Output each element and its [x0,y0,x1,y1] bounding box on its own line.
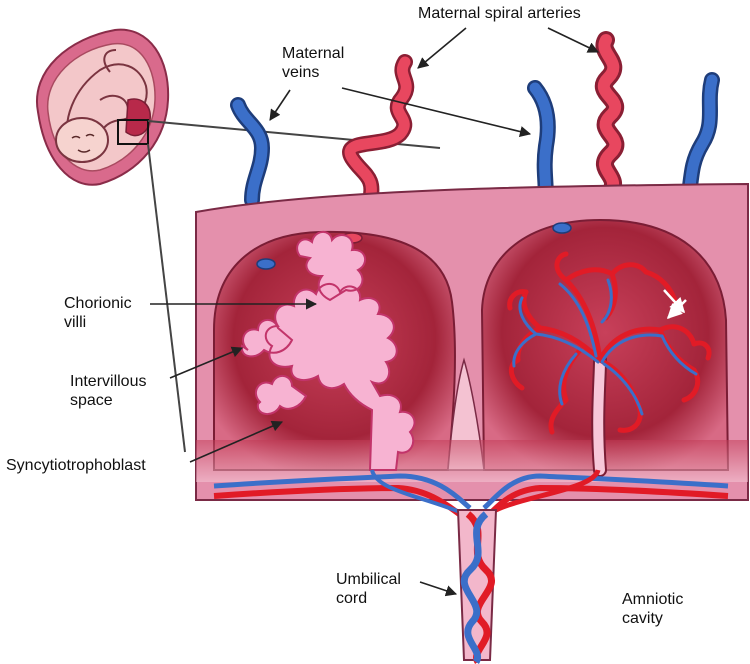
maternal-vein-middle [535,88,548,200]
vein-opening-left [257,259,275,269]
label-syncytiotrophoblast: Syncytiotrophoblast [6,456,146,475]
fetus-in-uterus-inset [37,30,168,185]
leader-spiral-arteries-left [418,28,466,68]
label-maternal-spiral-arteries: Maternal spiral arteries [418,4,581,23]
vein-opening-right [553,223,571,233]
label-amniotic-cavity: Amniotic cavity [622,590,683,628]
label-intervillous-space: Intervillous space [70,372,146,410]
label-chorionic-villi: Chorionic villi [64,294,132,332]
chorionic-floor [196,440,748,482]
label-maternal-veins: Maternal veins [282,44,344,82]
leader-umbilical-cord [420,582,456,594]
label-umbilical-cord: Umbilical cord [336,570,401,608]
maternal-spiral-artery-left [350,62,406,200]
leader-spiral-arteries-right [548,28,598,52]
umbilical-cord [458,510,496,662]
maternal-vein-left [238,105,262,200]
leader-maternal-veins-left [270,90,290,120]
leader-maternal-veins-right [342,88,530,134]
